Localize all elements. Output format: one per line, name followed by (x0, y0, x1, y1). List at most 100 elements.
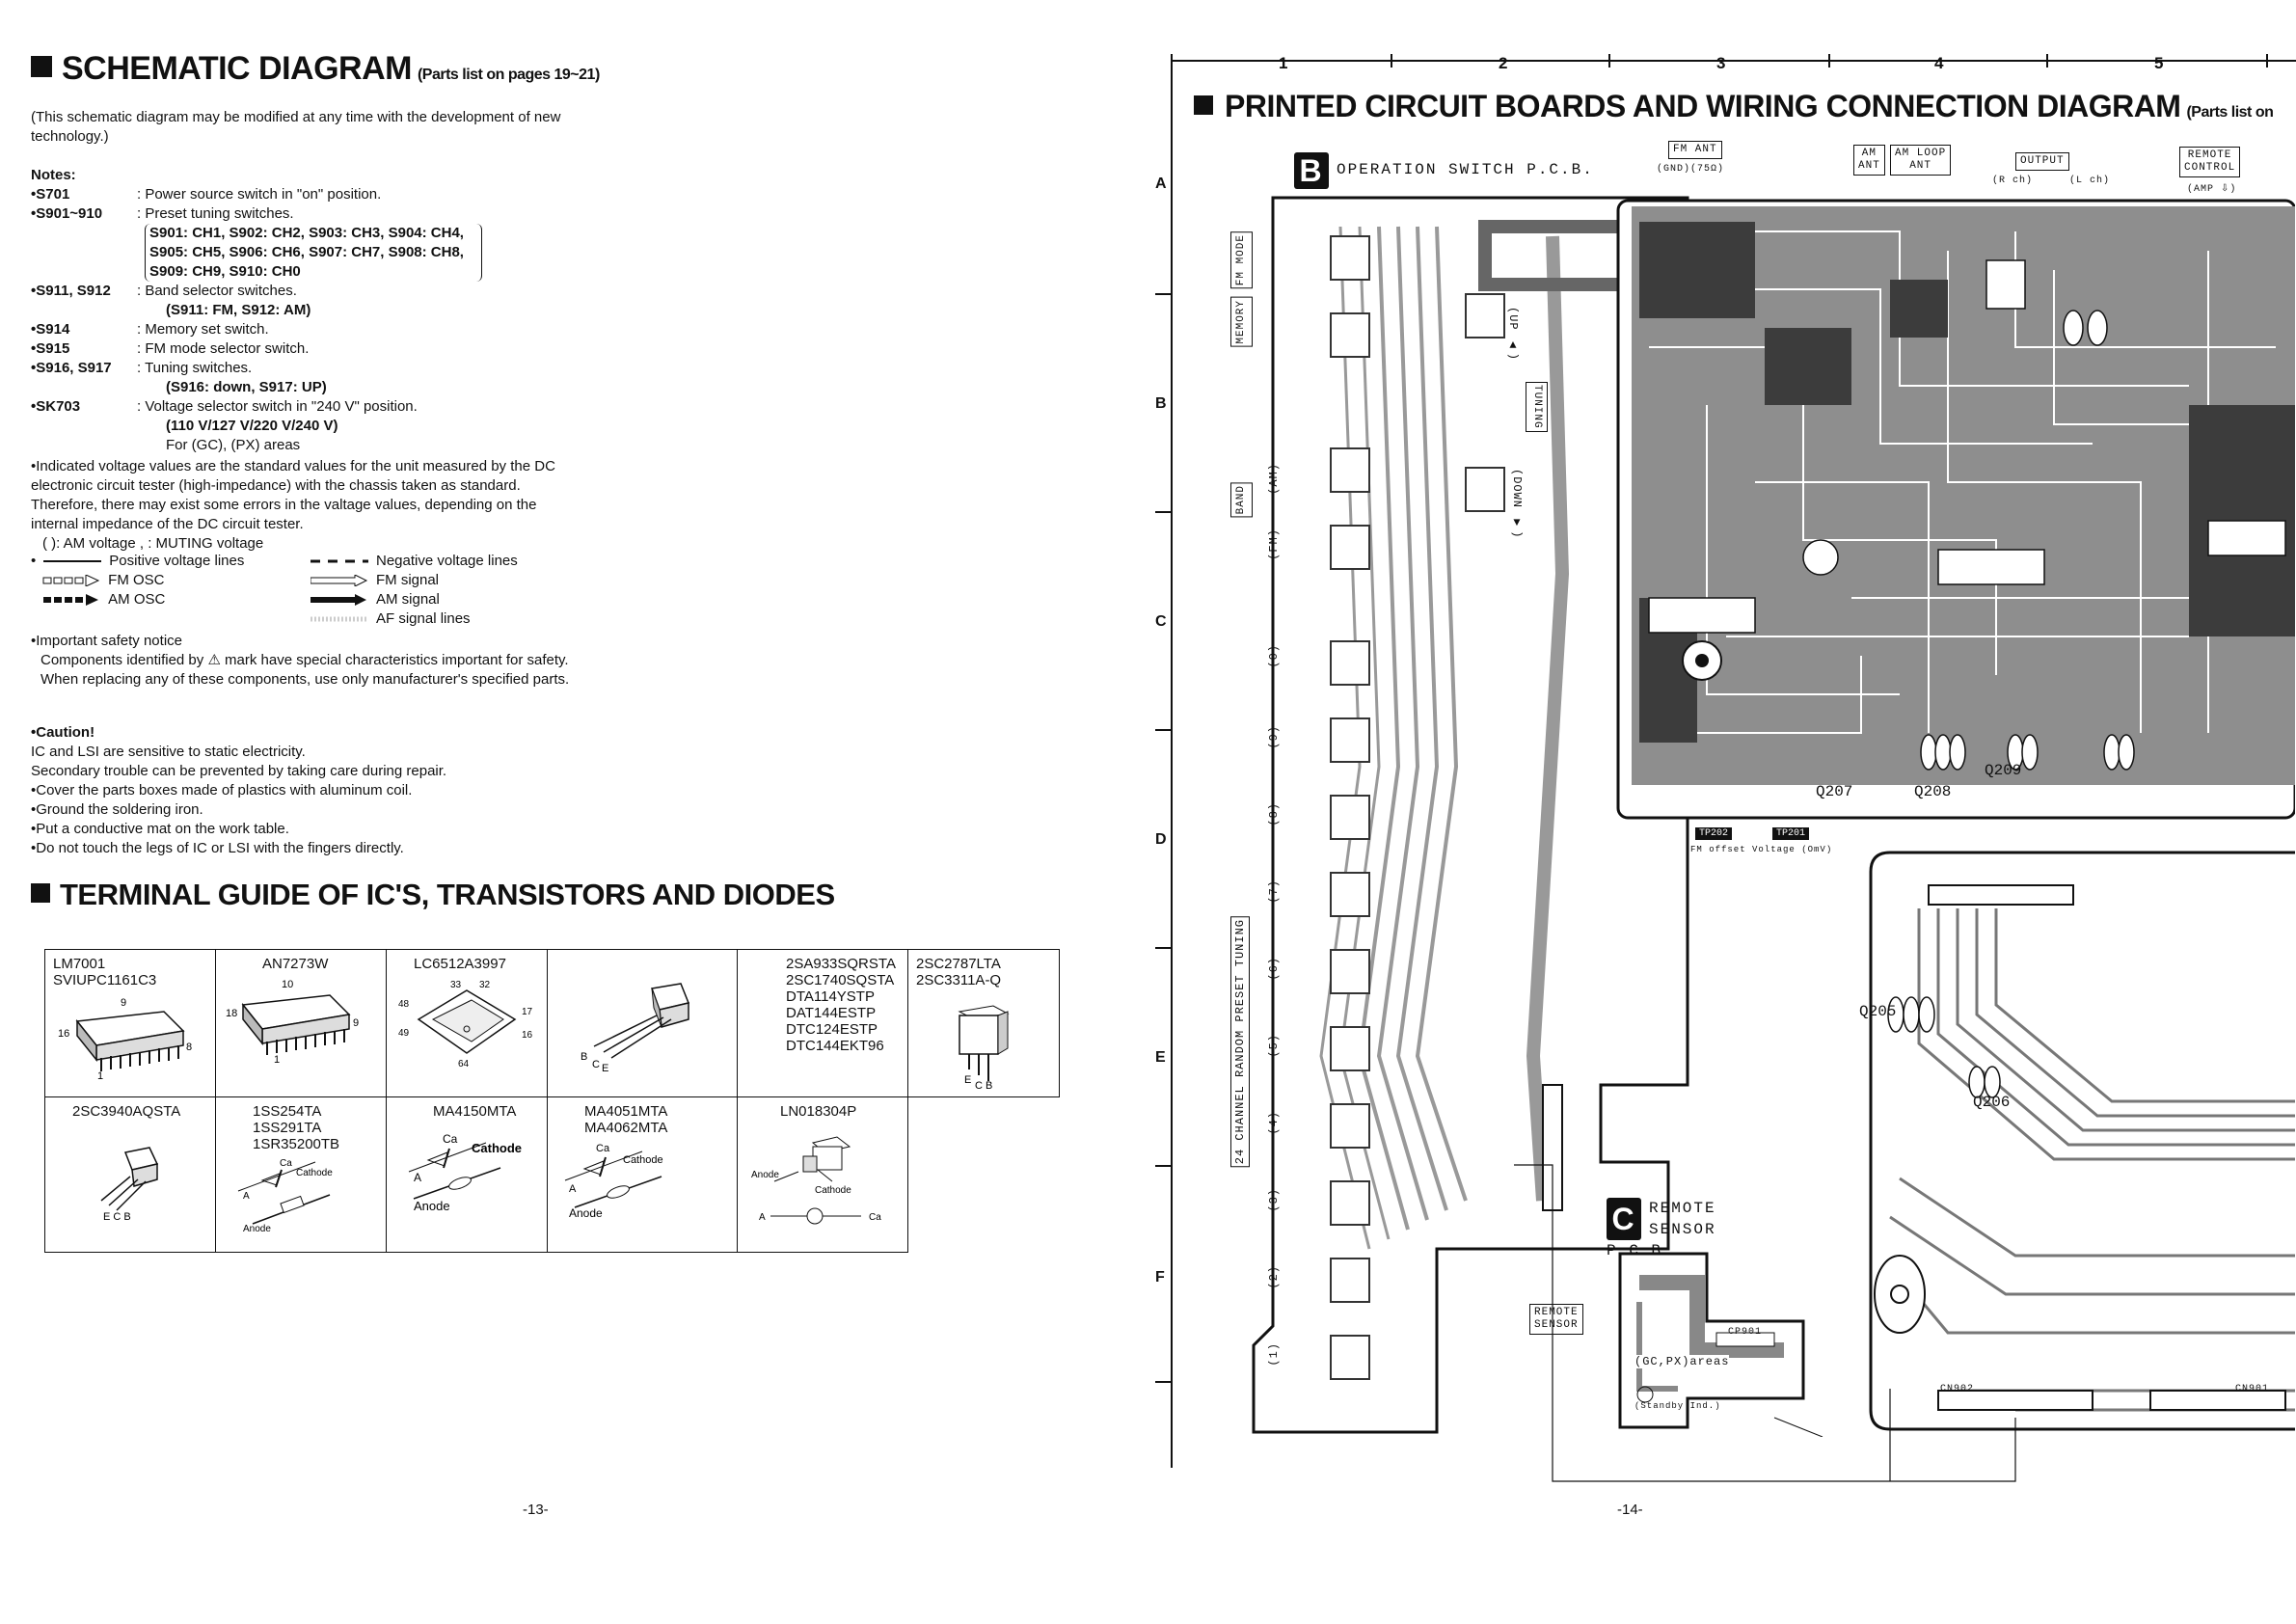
schematic-title-text: SCHEMATIC DIAGRAM (62, 50, 412, 87)
terminal-cell: MA4150MTA Ca Cathode A Anode (386, 1096, 548, 1253)
diode-icon: Ca Cathode A Anode (237, 1158, 333, 1233)
q208-label: Q208 (1914, 783, 1952, 800)
part-name: LC6512A3997 (414, 956, 506, 972)
row-letter: A (1155, 176, 1167, 192)
terminal-cell: LC6512A3997 33 32 48 17 49 16 64 (386, 949, 548, 1097)
cn902-label: CN902 (1940, 1384, 1975, 1394)
note-key: •S911, S912 (31, 283, 111, 299)
pcb-title-sub: (Parts list on (2186, 104, 2274, 121)
pin-label: 1 (274, 1054, 280, 1063)
terminal-cell: 2SC2787LTA 2SC3311A-Q E C B (907, 949, 1060, 1097)
ruler-number: 5 (2154, 54, 2164, 72)
dip-ic-icon: 9 16 8 1 (58, 997, 192, 1079)
dip-ic-icon: 10 18 9 1 (226, 979, 359, 1063)
pin-label: C (975, 1080, 983, 1089)
pin-label: 10 (282, 979, 293, 990)
pin-label: 16 (522, 1030, 533, 1041)
display-pcb (1869, 851, 2295, 1431)
cp901-label: CP901 (1728, 1327, 1763, 1338)
pin-label: Cathode (623, 1154, 663, 1166)
pin-label: 49 (398, 1028, 410, 1039)
note-row: •S701: Power source switch in "on" posit… (31, 185, 571, 204)
part-name: 2SC3940AQSTA (72, 1103, 181, 1120)
ruler-tick (1155, 511, 1171, 513)
pin-label: 32 (479, 980, 491, 990)
am-signal-arrow-icon (311, 594, 366, 606)
terminal-guide-title: TERMINAL GUIDE OF IC'S, TRANSISTORS AND … (31, 878, 835, 912)
fm-signal-arrow-icon (311, 575, 368, 586)
note-value: : Preset tuning switches. (137, 205, 294, 222)
ruler-tick (1155, 729, 1171, 731)
remote-sensor-label: REMOTE SENSOR (1529, 1304, 1583, 1335)
safety-text: Components identified by ⚠ mark have spe… (41, 652, 570, 688)
terminal-cell: AN7273W 10 18 9 1 (215, 949, 387, 1097)
board-c-label: C REMOTE SENSOR P.C.B. (1607, 1198, 1752, 1261)
square-bullet-icon (1194, 95, 1213, 115)
caution-line: •Put a conductive mat on the work table. (31, 821, 289, 837)
pin-label: Anode (569, 1206, 603, 1217)
tp202-label: TP202 (1695, 827, 1733, 840)
pin-label: 8 (186, 1042, 192, 1053)
terminal-cell: B C E (547, 949, 738, 1097)
fm-osc-arrow-icon (42, 575, 100, 586)
pin-label: 48 (398, 999, 410, 1010)
terminal-cell: MA4051MTA MA4062MTA Ca Cathode A Anode (547, 1096, 738, 1253)
pin-label: E (602, 1063, 608, 1074)
ruler-number: 1 (1279, 54, 1288, 72)
note-key: •S901~910 (31, 205, 103, 222)
legend-af-signal: AF signal lines (376, 610, 471, 627)
pin-label: Cathode (296, 1168, 333, 1178)
down-label: (DOWN ▼) (1510, 469, 1524, 539)
wiring-lines (1514, 1164, 2016, 1482)
note-value: (110 V/127 V/220 V/240 V) (166, 418, 338, 434)
ruler-tick (1155, 1165, 1171, 1167)
pin-label: A (759, 1212, 766, 1223)
pin-label: E C B (103, 1211, 131, 1223)
transistor-tab-icon: E C B (958, 1005, 1010, 1089)
note-row: •S916, S917: Tuning switches. (31, 359, 571, 378)
q207-label: Q207 (1816, 783, 1853, 800)
pcb-title: PRINTED CIRCUIT BOARDS AND WIRING CONNEC… (1194, 89, 2274, 124)
legend-am-signal: AM signal (376, 591, 440, 608)
lch-label: (L ch) (2069, 176, 2111, 186)
caution-line: Secondary trouble can be prevented by ta… (31, 763, 447, 779)
qfp-ic-icon: 33 32 48 17 49 16 64 (398, 980, 533, 1069)
pin-label: 9 (353, 1017, 359, 1029)
gc-px-areas-label: (GC,PX)areas (1634, 1355, 1730, 1368)
q205-label: Q205 (1859, 1003, 1897, 1020)
row-letter: E (1155, 1049, 1166, 1066)
ruler-tick (1155, 1381, 1171, 1383)
standby-label: (Standby Ind.) (1634, 1401, 1721, 1411)
diode-icon: Ca Cathode A Anode (408, 1132, 522, 1210)
note-row: •S911, S912: Band selector switches. (31, 282, 571, 301)
note-row: •S901~910 : Preset tuning switches. (31, 204, 571, 224)
line-legend: • Positive voltage lines Negative voltag… (31, 553, 518, 627)
board-name: OPERATION SWITCH P.C.B. (1337, 161, 1594, 178)
pin-label: E (964, 1074, 971, 1086)
remote-control-label: REMOTE CONTROL (2179, 147, 2241, 177)
fm-ant-label: FM ANT (1668, 141, 1722, 159)
note-value: For (GC), (PX) areas (166, 437, 301, 453)
pin-label: Anode (243, 1224, 271, 1233)
caution-line: •Cover the parts boxes made of plastics … (31, 782, 413, 798)
note-value: : FM mode selector switch. (137, 340, 310, 357)
q209-label: Q209 (1985, 762, 2022, 779)
row-letter: F (1155, 1269, 1165, 1286)
legend-negative: Negative voltage lines (376, 553, 518, 569)
ruler-tick (1828, 54, 1830, 68)
table-row: 2SC3940AQSTA E C B 1SS254TA 1SS291TA 1SR… (44, 1096, 1060, 1253)
page-number: -14- (1617, 1502, 1643, 1518)
note-row: •S914: Memory set switch. (31, 320, 571, 339)
diode-icon: Ca Cathode A Anode (564, 1143, 663, 1217)
pin-label: 16 (58, 1028, 69, 1040)
note-key: •S701 (31, 186, 70, 203)
note-key: •S914 (31, 321, 70, 338)
note-value: S909: CH9, S910: CH0 (149, 263, 301, 280)
legend-fm-osc: FM OSC (108, 572, 165, 588)
remote-sensor-pcb (1618, 1252, 1823, 1437)
terminal-cell: LM7001 SVIUPC1161C3 9 16 8 1 (44, 949, 216, 1097)
note-value: : Voltage selector switch in "240 V" pos… (137, 398, 418, 415)
ruler-number: 2 (1499, 54, 1508, 72)
caution-line: •Ground the soldering iron. (31, 801, 203, 818)
ruler-tick (1391, 54, 1392, 68)
